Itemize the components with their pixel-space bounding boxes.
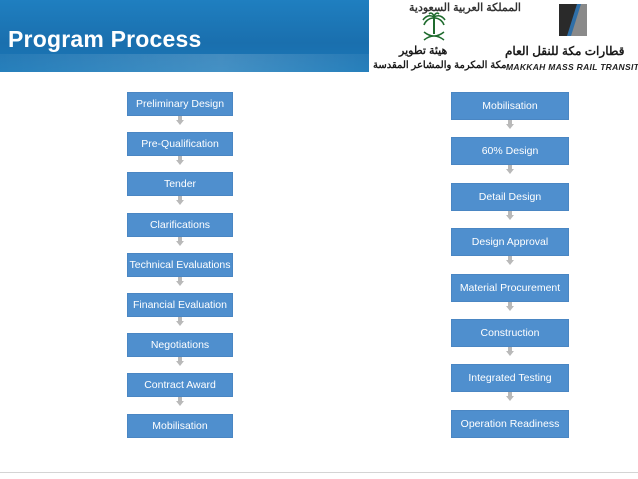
left-flow-step: Preliminary Design (127, 92, 233, 116)
rail-arabic-label: قطارات مكة للنقل العام (505, 44, 625, 58)
left-flow-step-label: Technical Evaluations (129, 258, 231, 271)
down-arrow-icon (506, 210, 514, 220)
down-arrow-icon (506, 120, 514, 129)
right-flow-step: Integrated Testing (451, 364, 569, 393)
left-flow-step: Mobilisation (127, 413, 233, 438)
left-flow-step-label: Mobilisation (152, 419, 208, 432)
right-flow-step-label: Detail Design (478, 190, 542, 203)
right-flow-step: Design Approval (451, 228, 569, 257)
down-arrow-icon (506, 301, 514, 311)
down-arrow-icon (176, 276, 184, 286)
left-flow-step: Pre-Qualification (127, 132, 233, 157)
left-flow-step: Financial Evaluation (127, 293, 233, 317)
left-flow-step: Technical Evaluations (127, 252, 233, 277)
down-arrow-icon (176, 156, 184, 166)
right-flow-step-label: 60% Design (481, 145, 539, 158)
footer-divider (0, 472, 638, 473)
right-flow-step-label: Integrated Testing (468, 372, 552, 385)
makkah-label: مكة المكرمة والمشاعر المقدسة (373, 60, 507, 71)
mmrt-logo-icon (559, 4, 587, 36)
page-title: Program Process (8, 26, 202, 52)
right-flow-step: Mobilisation (451, 92, 569, 120)
right-flow-step-label: Operation Readiness (460, 417, 560, 430)
down-arrow-icon (506, 392, 514, 402)
left-flow-step-label: Clarifications (149, 218, 211, 231)
left-flow-step-label: Financial Evaluation (133, 299, 227, 311)
left-flow-step: Negotiations (127, 333, 233, 358)
left-flow-step-label: Preliminary Design (135, 98, 225, 110)
left-flow-step-label: Negotiations (150, 339, 210, 352)
down-arrow-icon (176, 196, 184, 206)
right-flow-step: Operation Readiness (451, 409, 569, 438)
right-flow-step: Material Procurement (451, 273, 569, 302)
down-arrow-icon (176, 236, 184, 246)
left-flow-step-label: Tender (163, 178, 197, 191)
down-arrow-icon (176, 357, 184, 367)
right-flow-step: Construction (451, 319, 569, 347)
left-flow-step: Tender (127, 172, 233, 197)
mmrt-label: MAKKAH MASS RAIL TRANSIT (506, 62, 638, 72)
left-flow-step-label: Contract Award (144, 379, 216, 392)
palm-and-swords-emblem-icon (422, 12, 446, 41)
right-flow-step-label: Mobilisation (482, 100, 538, 112)
down-arrow-icon (176, 397, 184, 407)
right-flow-step-label: Construction (480, 327, 540, 339)
down-arrow-icon (176, 116, 184, 125)
logo-area: المملكة العربية السعودية هيئة تطوير مكة … (369, 0, 638, 80)
down-arrow-icon (176, 317, 184, 326)
left-flow-step: Contract Award (127, 373, 233, 398)
left-flow-step: Clarifications (127, 212, 233, 237)
down-arrow-icon (506, 165, 514, 175)
authority-label: هيئة تطوير (399, 45, 448, 57)
right-flow-step-label: Design Approval (471, 236, 549, 249)
right-flow-step: 60% Design (451, 137, 569, 166)
right-flow-step: Detail Design (451, 182, 569, 211)
down-arrow-icon (506, 347, 514, 356)
left-flow-step-label: Pre-Qualification (141, 138, 219, 151)
down-arrow-icon (506, 256, 514, 266)
kingdom-label: المملكة العربية السعودية (409, 2, 521, 14)
right-flow-step-label: Material Procurement (459, 281, 561, 294)
header-band: Program Process (0, 0, 369, 72)
